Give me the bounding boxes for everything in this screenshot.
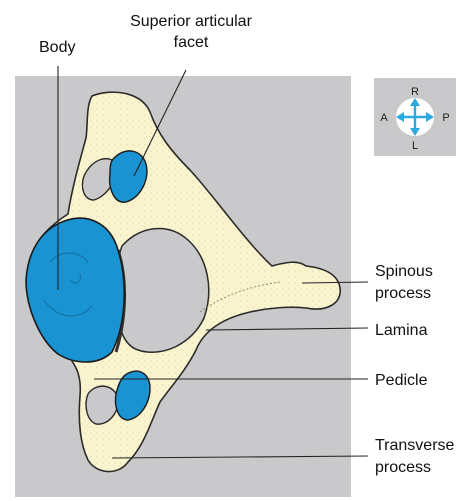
label-superior-facet-line1: Superior articular: [130, 13, 253, 30]
label-body: Body: [39, 39, 75, 56]
label-superior-facet-line2: facet: [174, 34, 209, 51]
compass-left: A: [380, 112, 388, 124]
label-transverse-line2: process: [375, 459, 431, 476]
label-transverse-line1: Transverse: [375, 437, 455, 454]
label-lamina: Lamina: [375, 322, 428, 339]
label-spinous-line1: Spinous: [375, 263, 433, 280]
compass-bottom: L: [412, 140, 418, 152]
orientation-compass: R L A P: [374, 78, 456, 156]
label-pedicle: Pedicle: [375, 372, 428, 389]
compass-right: P: [442, 112, 449, 124]
compass-top: R: [411, 86, 419, 98]
label-spinous-line2: process: [375, 285, 431, 302]
